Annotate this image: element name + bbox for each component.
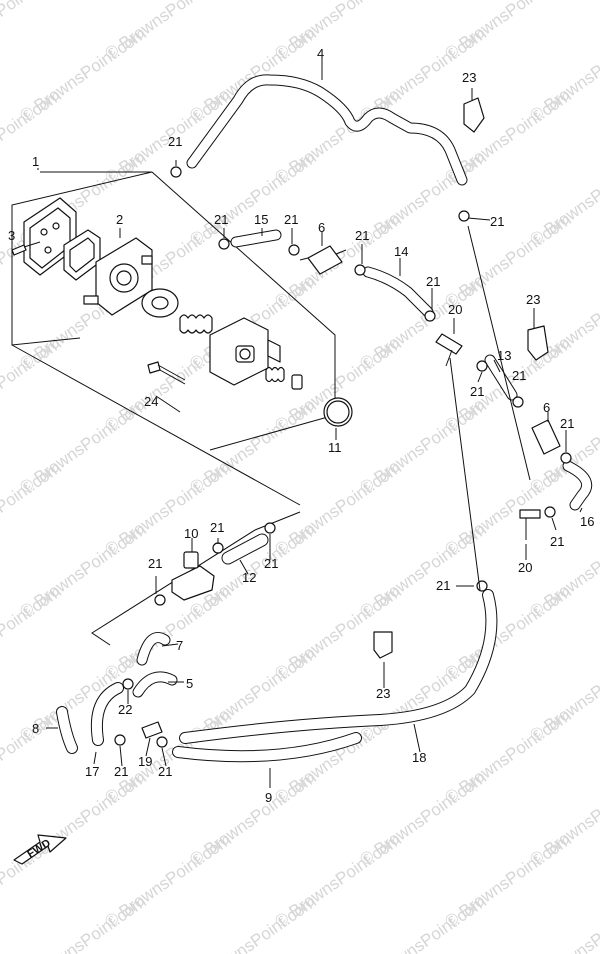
watermark-text: © BrownsPoint.com	[0, 0, 65, 63]
watermark-text: © BrownsPoint.com	[0, 582, 65, 683]
label-part-21-h: 21	[512, 368, 526, 383]
label-part-7: 7	[176, 638, 183, 653]
label-part-14: 14	[394, 244, 408, 259]
label-part-2: 2	[116, 212, 123, 227]
watermark-text: © BrownsPoint.com	[0, 334, 65, 435]
label-part-21-n: 21	[148, 556, 162, 571]
part-labels: 1 2 3 4 5 6 6 7 8 9 10 11 12 13 14 15 16…	[8, 46, 594, 805]
watermark-text: © BrownsPoint.com	[356, 892, 489, 954]
label-part-21-d: 21	[355, 228, 369, 243]
label-part-20-upper: 20	[448, 302, 462, 317]
fuel-pump-assembly	[11, 171, 353, 646]
label-part-13: 13	[497, 348, 511, 363]
label-part-23-lower: 23	[376, 686, 390, 701]
label-part-21-l: 21	[210, 520, 224, 535]
watermark-text: © BrownsPoint.com	[186, 892, 319, 954]
label-part-24: 24	[144, 394, 158, 409]
label-part-12: 12	[242, 570, 256, 585]
label-part-3: 3	[8, 228, 15, 243]
label-part-15: 15	[254, 212, 268, 227]
label-part-19: 19	[138, 754, 152, 769]
label-part-21-i: 21	[560, 416, 574, 431]
label-part-21-b: 21	[214, 212, 228, 227]
label-part-6-upper: 6	[318, 220, 325, 235]
label-part-6-right: 6	[543, 400, 550, 415]
label-part-21-e: 21	[426, 274, 440, 289]
watermark-text: © BrownsPoint.com	[0, 458, 65, 559]
label-part-17: 17	[85, 764, 99, 779]
label-part-9: 9	[265, 790, 272, 805]
label-part-21-m: 21	[264, 556, 278, 571]
label-part-21-o: 21	[114, 764, 128, 779]
label-part-23-upper: 23	[462, 70, 476, 85]
watermark-text: © BrownsPoint.com	[526, 892, 600, 954]
label-part-11: 11	[328, 440, 342, 455]
label-part-21-f: 21	[490, 214, 504, 229]
watermark-text: © BrownsPoint.com	[16, 892, 149, 954]
label-part-4: 4	[317, 46, 324, 61]
label-part-10: 10	[184, 526, 198, 541]
label-part-22: 22	[118, 702, 132, 717]
label-part-1: 1	[32, 154, 39, 169]
label-part-23-right: 23	[526, 292, 540, 307]
label-part-5: 5	[186, 676, 193, 691]
label-part-21-p: 21	[158, 764, 172, 779]
label-part-21-c: 21	[284, 212, 298, 227]
clamp-set	[114, 166, 572, 748]
components	[37, 58, 583, 788]
label-part-16: 16	[580, 514, 594, 529]
label-part-20-lower: 20	[518, 560, 532, 575]
label-part-18: 18	[412, 750, 426, 765]
label-part-21-a: 21	[168, 134, 182, 149]
label-part-21-j: 21	[550, 534, 564, 549]
label-part-8: 8	[32, 721, 39, 736]
label-part-21-k: 21	[436, 578, 450, 593]
label-part-21-g: 21	[470, 384, 484, 399]
